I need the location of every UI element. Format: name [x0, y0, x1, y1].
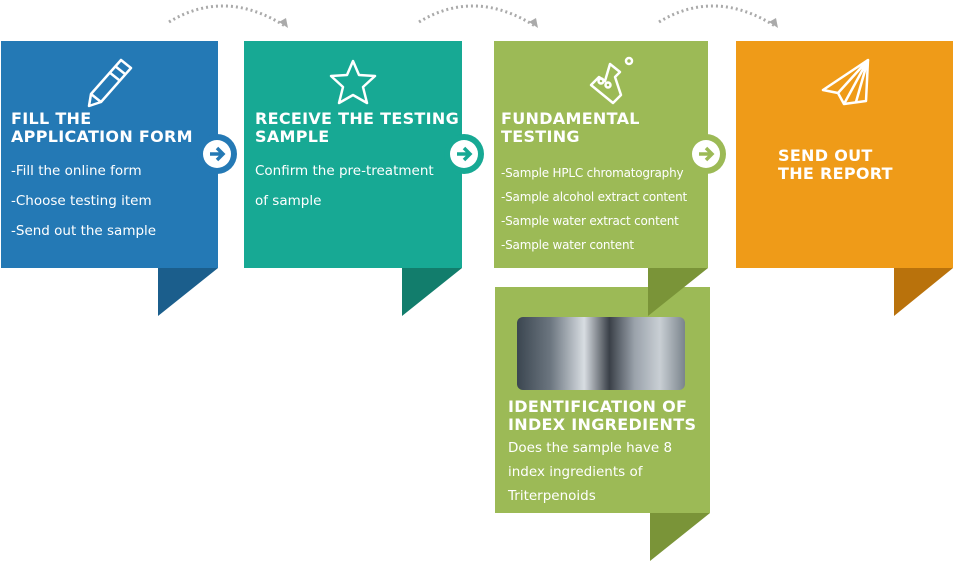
step5-item: Triterpenoids — [508, 488, 596, 504]
next-arrow-3 — [686, 134, 726, 174]
step2-item: Confirm the pre-treatment — [255, 163, 434, 179]
lab-equipment-photo — [517, 317, 685, 390]
step4-fold — [894, 268, 953, 316]
next-arrow-2 — [444, 134, 484, 174]
step3-item: -Sample water extract content — [501, 214, 679, 228]
pencil-icon — [87, 58, 133, 108]
step2-title-line1: RECEIVE THE TESTING — [255, 109, 460, 128]
step5-item: Does the sample have 8 — [508, 440, 673, 456]
next-arrow-1 — [197, 134, 237, 174]
step3-item: -Sample alcohol extract content — [501, 190, 687, 204]
step1-title-line1: FILL THE — [11, 109, 92, 128]
paper-plane-icon — [821, 58, 870, 106]
step5-title-line2: INDEX INGREDIENTS — [508, 415, 697, 434]
step4-title-line2: THE REPORT — [778, 164, 893, 183]
dotted-arrow-1 — [168, 4, 288, 28]
step1-item: -Choose testing item — [11, 193, 152, 209]
star-icon — [329, 59, 377, 105]
step1-item: -Fill the online form — [11, 163, 142, 179]
dotted-arrow-3 — [658, 4, 778, 28]
step3-item: -Sample HPLC chromatography — [501, 166, 684, 180]
step5-item: index ingredients of — [508, 464, 643, 480]
step5-title-line1: IDENTIFICATION OF — [508, 397, 688, 416]
step2-item: of sample — [255, 193, 322, 209]
step1-fold — [158, 268, 218, 316]
step5-fold — [650, 513, 710, 561]
step2-fold — [402, 268, 462, 316]
dotted-arrow-2 — [418, 4, 538, 28]
step3-title-line2: TESTING — [501, 127, 580, 146]
flask-icon — [589, 56, 634, 105]
step4-title-line1: SEND OUT — [778, 146, 873, 165]
step3-item: -Sample water content — [501, 238, 634, 252]
step1-item: -Send out the sample — [11, 223, 157, 239]
step2-title-line2: SAMPLE — [255, 127, 330, 146]
step3-title-line1: FUNDAMENTAL — [501, 109, 640, 128]
step3-fold — [648, 268, 708, 316]
step1-title-line2: APPLICATION FORM — [11, 127, 193, 146]
